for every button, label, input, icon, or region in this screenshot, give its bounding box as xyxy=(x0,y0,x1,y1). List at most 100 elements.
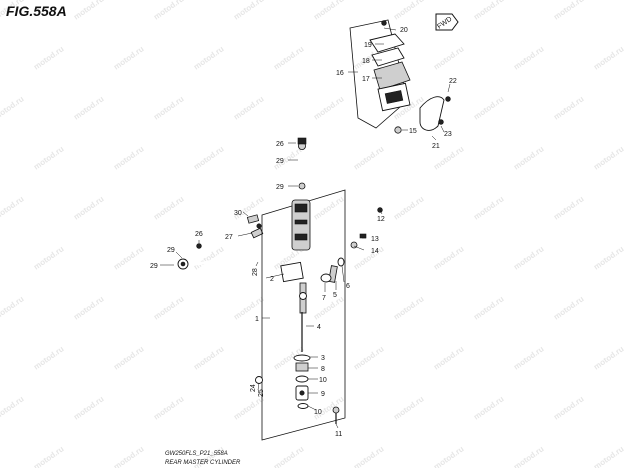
watermark-text: motod.ru xyxy=(552,94,586,121)
callout-23: 23 xyxy=(444,131,452,138)
watermark-text: motod.ru xyxy=(152,94,186,121)
callout-11: 11 xyxy=(335,431,342,438)
reservoir-clamp xyxy=(394,96,451,134)
watermark-text: motod.ru xyxy=(472,294,506,321)
watermark-text: motod.ru xyxy=(152,0,186,22)
watermark-text: motod.ru xyxy=(152,194,186,221)
watermark-text: motod.ru xyxy=(72,194,106,221)
callout-10a: 10 xyxy=(319,377,327,384)
leader-lines xyxy=(160,27,451,429)
callout-labels: 20 19 18 16 17 22 15 23 21 26 29 29 12 3… xyxy=(150,27,457,438)
callout-24: 24 xyxy=(250,384,257,392)
watermark-text: motod.ru xyxy=(72,0,106,22)
watermark-text: motod.ru xyxy=(0,94,26,121)
callout-1: 1 xyxy=(255,316,259,323)
watermark-text: motod.ru xyxy=(352,444,386,468)
watermark-text: motod.ru xyxy=(232,0,266,22)
callout-21: 21 xyxy=(432,143,440,150)
footer-code: GW250FLS_P21_558A xyxy=(165,451,228,457)
watermark-text: motod.ru xyxy=(72,94,106,121)
watermark-text: motod.ru xyxy=(32,444,66,468)
callout-17: 17 xyxy=(362,76,370,83)
watermark-text: motod.ru xyxy=(112,244,146,271)
watermark-text: motod.ru xyxy=(72,394,106,421)
callout-10b: 10 xyxy=(314,409,322,416)
watermark-text: motod.ru xyxy=(112,344,146,371)
callout-25: 25 xyxy=(258,389,265,397)
callout-29c: 29 xyxy=(167,247,175,254)
mount-bolts xyxy=(246,214,263,384)
callout-3: 3 xyxy=(321,355,325,362)
watermark-text: motod.ru xyxy=(32,144,66,171)
watermark-text: motod.ru xyxy=(192,44,226,71)
watermark-text: motod.ru xyxy=(72,294,106,321)
watermark-text: motod.ru xyxy=(552,294,586,321)
callout-18: 18 xyxy=(362,58,370,65)
callout-4: 4 xyxy=(317,324,321,331)
brake-hose xyxy=(177,137,335,270)
callout-14: 14 xyxy=(371,248,379,255)
watermark-text: motod.ru xyxy=(272,44,306,71)
watermark-text: motod.ru xyxy=(32,44,66,71)
watermark-text: motod.ru xyxy=(392,0,426,22)
watermark-text: motod.ru xyxy=(552,0,586,22)
callout-22: 22 xyxy=(449,78,457,85)
watermark-text: motod.ru xyxy=(232,294,266,321)
watermark-text: motod.ru xyxy=(472,394,506,421)
watermark-text: motod.ru xyxy=(152,294,186,321)
callout-29a: 29 xyxy=(276,158,284,165)
watermark-text: motod.ru xyxy=(432,444,466,468)
watermark-text: motod.ru xyxy=(392,294,426,321)
watermark-text: motod.ru xyxy=(392,394,426,421)
watermark-text: motod.ru xyxy=(0,194,26,221)
watermark-text: motod.ru xyxy=(512,144,546,171)
watermark-text: motod.ru xyxy=(592,444,625,468)
watermark-text: motod.ru xyxy=(592,244,625,271)
watermark-text: motod.ru xyxy=(592,344,625,371)
union-parts xyxy=(320,257,345,283)
watermark-text: motod.ru xyxy=(312,94,346,121)
watermark-text: motod.ru xyxy=(512,244,546,271)
callout-27: 27 xyxy=(225,234,233,241)
watermark-text: motod.ru xyxy=(392,194,426,221)
footer-name: REAR MASTER CYLINDER xyxy=(165,460,241,466)
watermark-text: motod.ru xyxy=(0,294,26,321)
watermark-text: motod.ru xyxy=(432,44,466,71)
callout-20: 20 xyxy=(400,27,408,34)
callout-13: 13 xyxy=(371,236,379,243)
watermark-text: motod.ru xyxy=(192,344,226,371)
master-cylinder-box xyxy=(261,189,346,441)
callout-2: 2 xyxy=(270,276,274,283)
watermark-text: motod.ru xyxy=(32,344,66,371)
watermark-text: motod.ru xyxy=(272,444,306,468)
reservoir-hose xyxy=(350,135,402,249)
callout-28: 28 xyxy=(252,268,259,276)
watermark-text: motod.ru xyxy=(512,44,546,71)
watermark-text: motod.ru xyxy=(472,0,506,22)
watermark-text: motod.ru xyxy=(112,144,146,171)
watermark-text: motod.ru xyxy=(112,444,146,468)
callout-5: 5 xyxy=(333,292,337,299)
watermark-text: motod.ru xyxy=(512,444,546,468)
watermark-text: motod.ru xyxy=(0,394,26,421)
callout-30: 30 xyxy=(234,210,242,217)
watermark-text: motod.ru xyxy=(152,394,186,421)
callout-26a: 26 xyxy=(276,141,284,148)
fwd-arrow-icon: FWD xyxy=(435,13,459,31)
watermark-text: motod.ru xyxy=(112,44,146,71)
watermark-text: motod.ru xyxy=(312,294,346,321)
watermark-text: motod.ru xyxy=(352,344,386,371)
callout-12: 12 xyxy=(377,216,385,223)
callout-29b: 29 xyxy=(276,184,284,191)
callout-29d: 29 xyxy=(150,263,158,270)
callout-7: 7 xyxy=(322,295,326,302)
callout-15: 15 xyxy=(409,128,417,135)
watermark-text: motod.ru xyxy=(512,344,546,371)
reservoir-box xyxy=(349,19,411,129)
watermark-text: motod.ru xyxy=(432,344,466,371)
watermark-text: motod.ru xyxy=(592,144,625,171)
master-cylinder-body xyxy=(280,199,311,314)
callout-26b: 26 xyxy=(195,231,203,238)
